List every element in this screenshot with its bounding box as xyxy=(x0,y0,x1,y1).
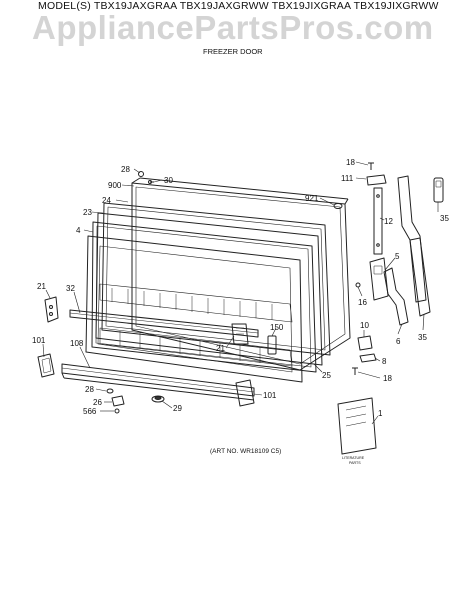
screw-18-bottom xyxy=(352,367,358,375)
hinge-pin-8 xyxy=(359,353,377,363)
literature-parts-booklet xyxy=(337,397,377,455)
bottom-end-cap-right xyxy=(235,379,255,407)
plug-29 xyxy=(151,395,165,403)
outer-door-panel xyxy=(131,177,351,371)
callout-101-right: 101 xyxy=(263,391,277,400)
callout-900: 900 xyxy=(108,181,122,190)
hinge-bar-top-35 xyxy=(397,175,427,303)
callout-1: 1 xyxy=(378,409,383,418)
callout-18-top: 18 xyxy=(346,158,355,167)
screw-18-top xyxy=(368,162,374,170)
callout-12: 12 xyxy=(384,217,393,226)
bottom-door-rail xyxy=(61,363,255,401)
screw-30 xyxy=(148,180,154,184)
callout-8: 8 xyxy=(382,357,387,366)
bottom-end-cap-left xyxy=(37,353,55,378)
model-list: MODEL(S) TBX19JAXGRAA TBX19JAXGRWW TBX19… xyxy=(38,0,439,12)
callout-35-bottom: 35 xyxy=(418,333,427,342)
callout-26: 26 xyxy=(93,398,102,407)
callout-21-left: 21 xyxy=(37,282,46,291)
watermark-logo: AppliancePartsPros.com xyxy=(32,9,434,46)
callout-4: 4 xyxy=(76,226,81,235)
bracket-10 xyxy=(357,335,373,351)
callout-5: 5 xyxy=(395,252,400,261)
callout-16: 16 xyxy=(358,298,367,307)
callout-30: 30 xyxy=(164,176,173,185)
screw-28-top xyxy=(138,171,144,177)
callout-18-bottom: 18 xyxy=(383,374,392,383)
callout-10: 10 xyxy=(360,321,369,330)
hinge-cap-111 xyxy=(366,174,387,186)
callout-35-top: 35 xyxy=(440,214,449,223)
hinge-bracket-12 xyxy=(373,187,383,255)
door-gasket-frame xyxy=(91,202,331,373)
hinge-plate-35-right xyxy=(433,177,444,203)
callout-25: 25 xyxy=(322,371,331,380)
callout-111: 111 xyxy=(341,174,354,183)
inner-door-liner xyxy=(85,235,303,383)
callout-28-top: 28 xyxy=(121,165,130,174)
screw-16 xyxy=(355,282,361,288)
callout-150: 150 xyxy=(270,323,284,332)
part-150 xyxy=(267,335,277,355)
hinge-bar-6 xyxy=(383,267,409,326)
callout-101-left: 101 xyxy=(32,336,46,345)
literature-label-line-2: PARTS xyxy=(349,461,361,465)
callout-28-bottom: 28 xyxy=(85,385,94,394)
leader-lines xyxy=(42,161,439,425)
callout-24: 24 xyxy=(102,196,111,205)
callout-labels: 28 30 900 24 23 4 921 18 111 12 35 5 16 … xyxy=(32,158,449,465)
hinge-bar-35-bottom xyxy=(409,237,431,317)
screw-28-bottom xyxy=(106,388,114,394)
callout-32: 32 xyxy=(66,284,75,293)
callout-29: 29 xyxy=(173,404,182,413)
callout-23: 23 xyxy=(83,208,92,217)
screw-566 xyxy=(114,408,120,414)
shelf-end-cap-left xyxy=(44,296,59,323)
literature-label-line-1: LITERATURE xyxy=(342,456,365,460)
hinge-bracket-5 xyxy=(369,257,389,301)
callout-108: 108 xyxy=(70,339,84,348)
section-title: FREEZER DOOR xyxy=(203,47,263,56)
callout-921: 921 xyxy=(305,194,319,203)
callout-566: 566 xyxy=(83,407,97,416)
shelf-rail xyxy=(69,309,259,338)
callout-21-mid: 21 xyxy=(216,344,225,353)
art-number: (ART NO. WR18109 C5) xyxy=(210,448,282,455)
clip-26 xyxy=(111,395,125,407)
callout-6: 6 xyxy=(396,337,401,346)
